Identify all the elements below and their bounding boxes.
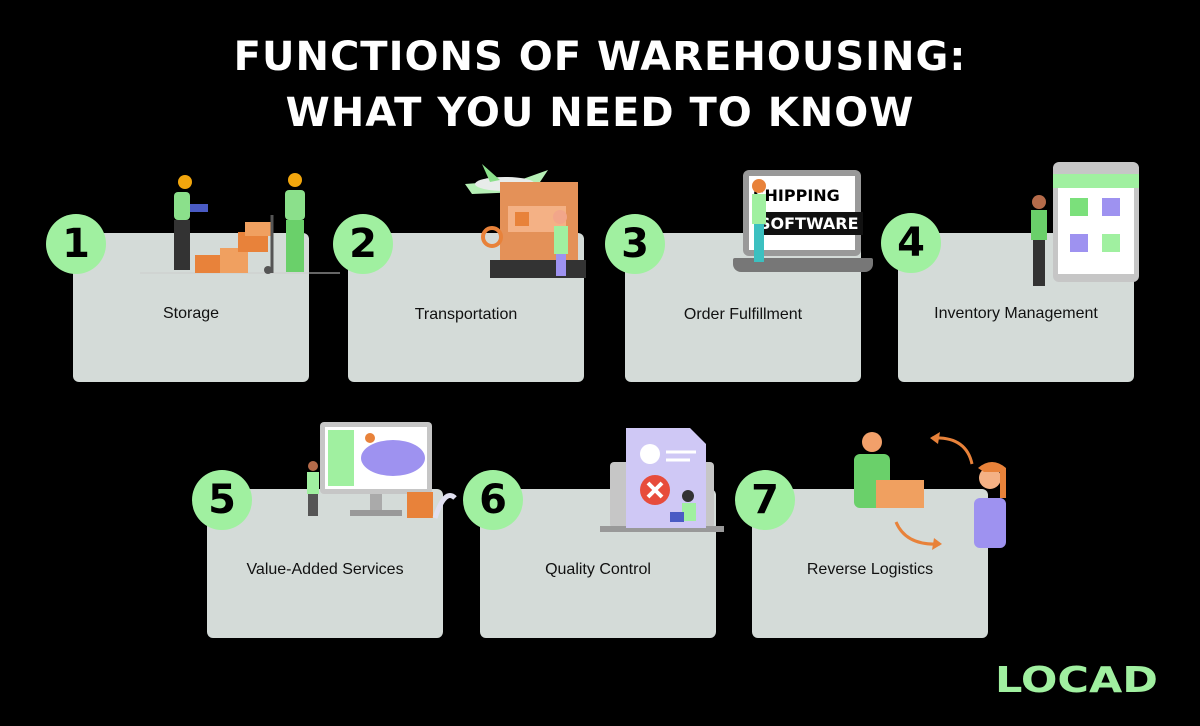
laptop-screen-text-2: SOFTWARE [755,212,863,235]
number-badge-1: 1 [46,214,106,274]
laptop-illustration: SHIPPING SOFTWARE [733,170,873,278]
card-label: Inventory Management [934,305,1098,322]
world-map-monitor-illustration [307,422,457,519]
quality-check-illustration [600,428,724,532]
function-card-order-fulfillment: Order Fulfillment [625,233,861,382]
number-badge-4: 4 [881,213,941,273]
number-badge-3: 3 [605,214,665,274]
locad-logo: LOCAD [995,660,1160,701]
card-label: Quality Control [545,561,651,578]
svg-text:LOCAD: LOCAD [995,660,1158,696]
number-badge-2: 2 [333,214,393,274]
card-label: Storage [162,305,220,322]
returns-exchange-illustration [854,432,1006,550]
page-title-line-1: FUNCTIONS OF WAREHOUSING: [233,34,967,80]
number-badge-5: 5 [192,470,252,530]
page-title-line-2: WHAT YOU NEED TO KNOW [285,90,915,136]
card-label: Transportation [414,306,518,323]
online-store-illustration [1031,162,1139,286]
number-badge-6: 6 [463,470,523,530]
card-label: Order Fulfillment [683,306,803,323]
function-card-storage: Storage [73,233,309,382]
card-label: Value-Added Services [246,561,404,578]
card-label: Reverse Logistics [806,561,934,578]
laptop-screen-text-1: SHIPPING [753,186,840,205]
transportation-illustration [465,164,586,278]
warehouse-workers-illustration [140,173,340,274]
number-badge-7: 7 [735,470,795,530]
